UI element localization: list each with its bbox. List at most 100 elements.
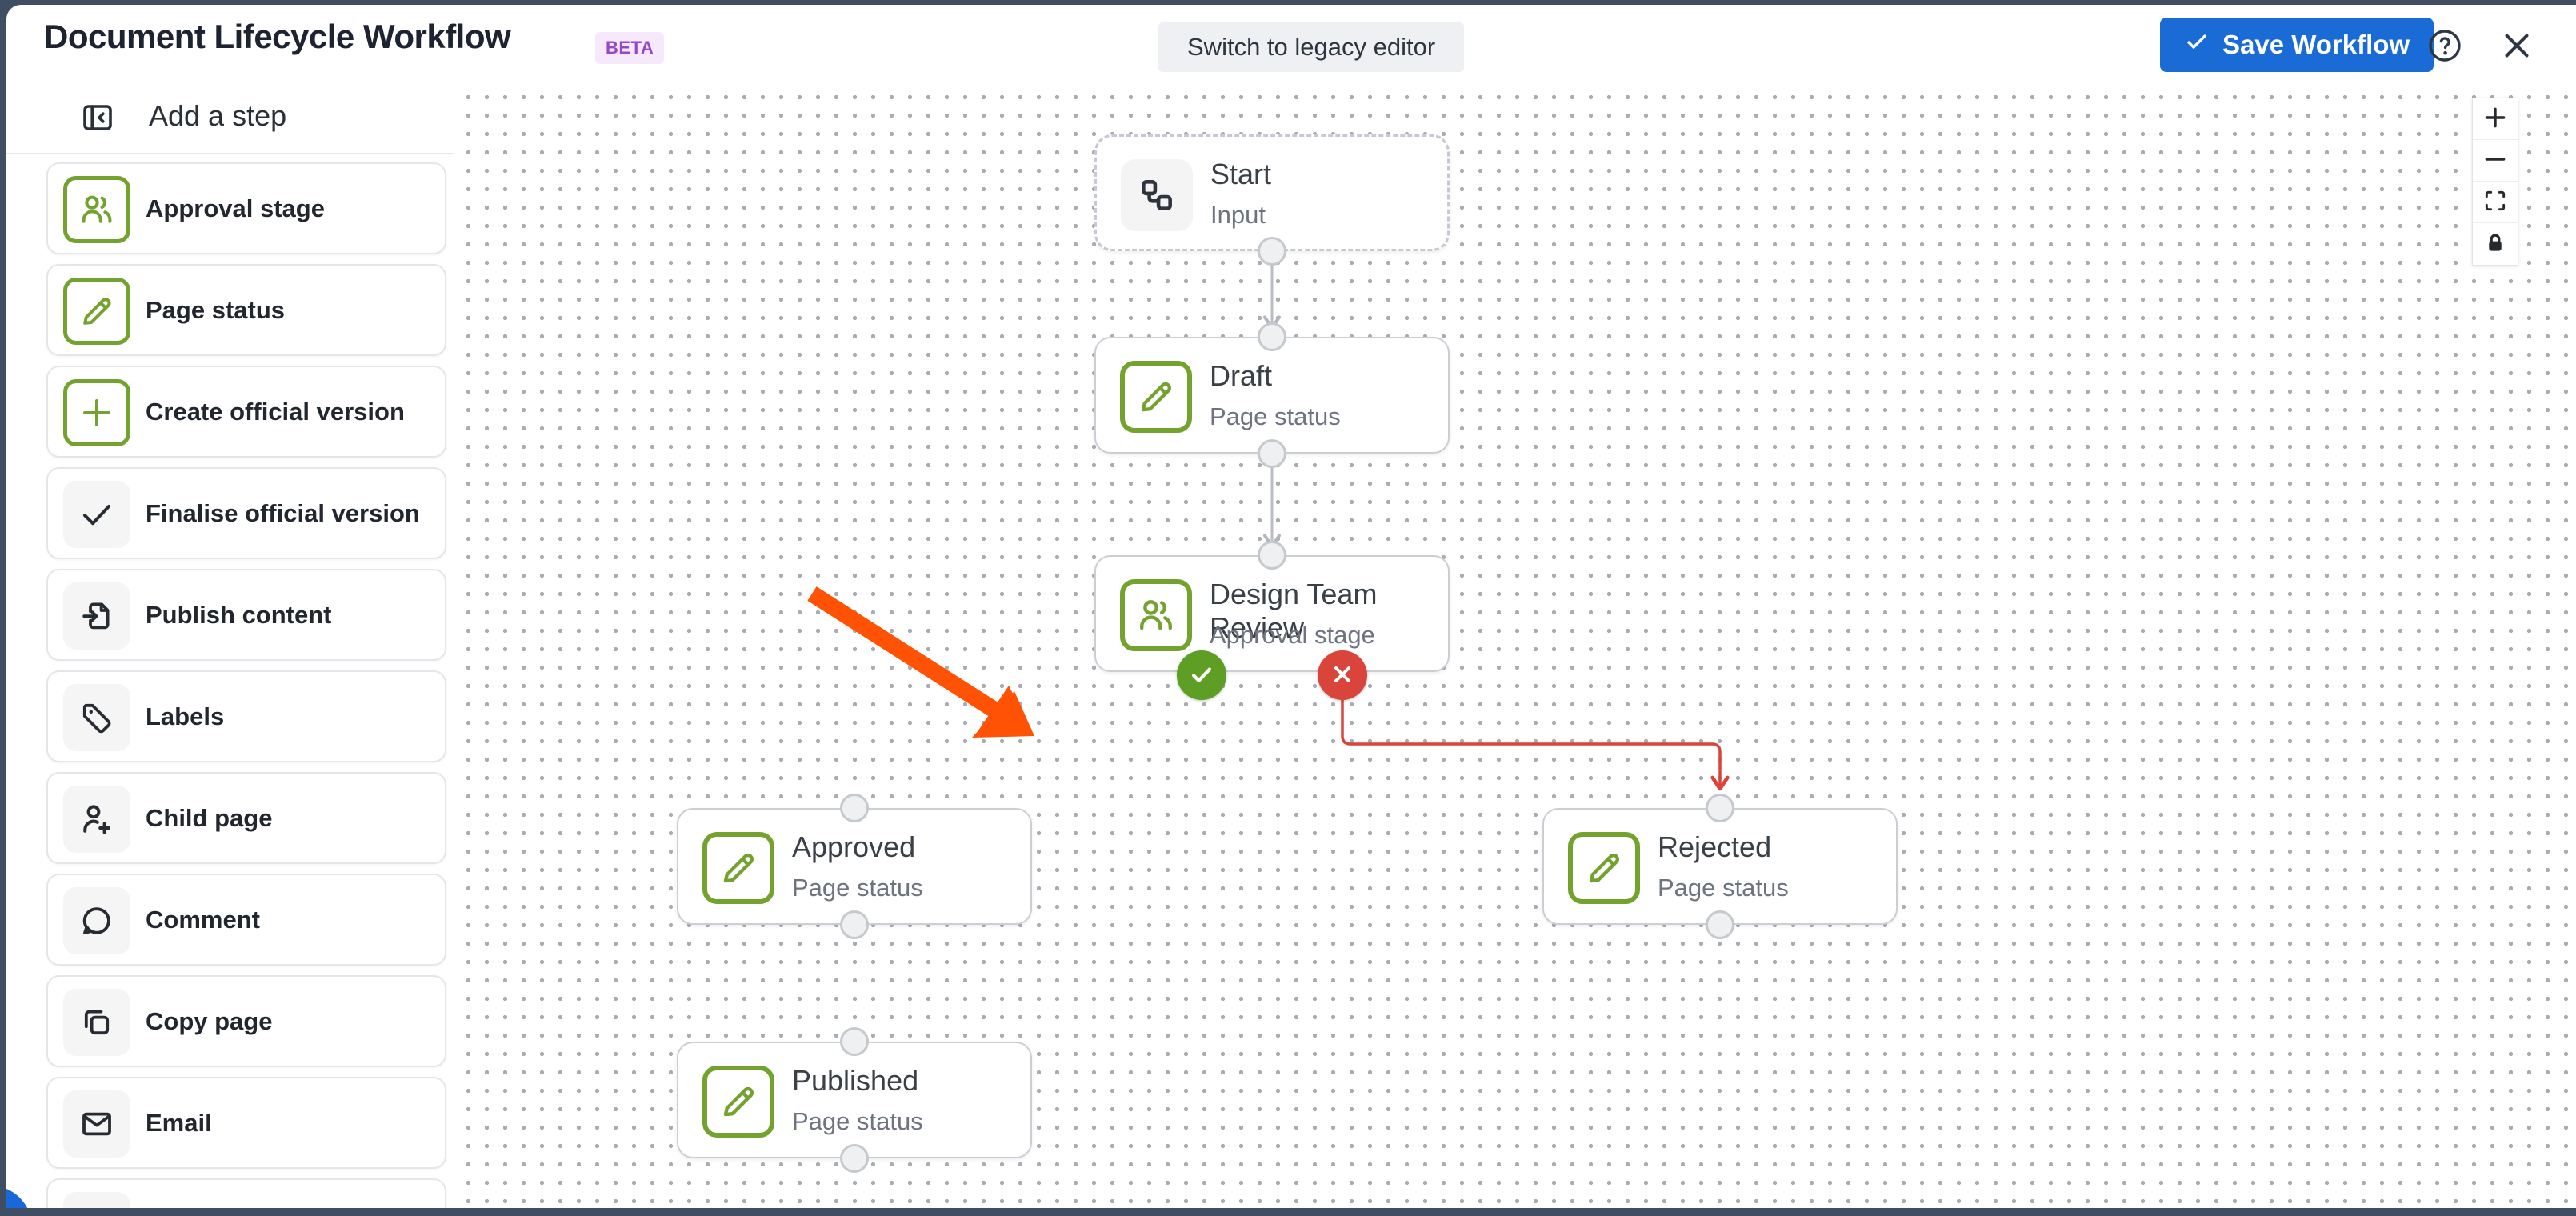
zoom-in-icon: [2482, 104, 2509, 134]
close-icon: [2498, 27, 2535, 66]
users-icon: [1120, 579, 1192, 651]
zoom-out-button[interactable]: [2473, 140, 2518, 182]
step-item-label: Page status: [146, 295, 286, 324]
add-step-sidebar: Add a step Approval stage Page status Cr…: [6, 82, 454, 1208]
copy-icon: [63, 989, 130, 1056]
node-title: Draft: [1210, 359, 1273, 392]
node-title: Published: [792, 1064, 919, 1097]
step-item-label: Publish content: [146, 600, 332, 629]
beta-badge: BETA: [595, 32, 665, 64]
port-published-top[interactable]: [840, 1027, 869, 1056]
step-item-label: Copy page: [146, 1006, 273, 1035]
workflow-editor-window: Document Lifecycle Workflow BETA Switch …: [6, 5, 2576, 1208]
switch-to-legacy-editor-button[interactable]: Switch to legacy editor: [1158, 22, 1465, 72]
node-subtitle: Page status: [1210, 402, 1341, 430]
save-workflow-label: Save Workflow: [2222, 30, 2410, 59]
node-design-team-review[interactable]: Design Team Review Approval stage: [1094, 555, 1450, 672]
port-published-bottom[interactable]: [840, 1144, 869, 1173]
approve-check-badge[interactable]: [1177, 650, 1226, 700]
node-title: Start: [1210, 158, 1272, 190]
port-approved-top[interactable]: [840, 794, 869, 822]
publish-icon: [63, 582, 130, 650]
step-item-copy-page[interactable]: Copy page: [46, 975, 446, 1067]
email-icon: [63, 1090, 130, 1158]
node-subtitle: Input: [1210, 201, 1266, 229]
pencil-icon: [63, 278, 130, 345]
check-icon: [63, 481, 130, 548]
port-rejected-bottom[interactable]: [1706, 910, 1734, 939]
node-title: Approved: [792, 830, 916, 863]
help-button[interactable]: [2424, 26, 2466, 67]
node-published[interactable]: Published Page status: [677, 1042, 1032, 1158]
node-subtitle: Page status: [792, 874, 923, 902]
node-title: Design Team Review: [1210, 578, 1378, 644]
pencil-icon: [1120, 361, 1192, 433]
port-draft-bottom[interactable]: [1258, 439, 1286, 468]
node-draft[interactable]: Draft Page status: [1094, 337, 1450, 454]
close-icon: [1330, 662, 1355, 690]
page-title: Document Lifecycle Workflow: [44, 18, 511, 55]
step-item-label: Child page: [146, 803, 273, 832]
step-icon: [63, 1192, 130, 1208]
collapse-panel-icon: [78, 104, 117, 139]
step-item-publish-content[interactable]: Publish content: [46, 569, 446, 661]
collapse-panel-button[interactable]: [77, 98, 118, 139]
step-item-create-official-version[interactable]: Create official version: [46, 366, 446, 458]
step-item-label: Comment: [146, 905, 260, 934]
node-approved[interactable]: Approved Page status: [677, 808, 1032, 925]
step-item-label: Approval stage: [146, 194, 325, 222]
fit-view-button[interactable]: [2473, 182, 2518, 223]
canvas-controls: [2472, 98, 2518, 266]
lock-button[interactable]: [2473, 223, 2518, 265]
zoom-out-icon: [2482, 146, 2509, 175]
step-item-email[interactable]: Email: [46, 1077, 446, 1169]
node-start[interactable]: Start Input: [1094, 134, 1450, 251]
comment-icon: [63, 887, 130, 954]
lock-icon: [2482, 230, 2508, 258]
step-item-comment[interactable]: Comment: [46, 874, 446, 966]
node-rejected[interactable]: Rejected Page status: [1542, 808, 1898, 925]
zoom-in-button[interactable]: [2473, 98, 2518, 140]
step-item-approval-stage[interactable]: Approval stage: [46, 162, 446, 254]
fit-view-icon: [2482, 188, 2508, 216]
pencil-icon: [1568, 832, 1640, 904]
save-workflow-button[interactable]: Save Workflow: [2160, 18, 2434, 72]
sidebar-title: Add a step: [149, 99, 287, 132]
port-start-bottom[interactable]: [1258, 237, 1286, 266]
node-title: Rejected: [1658, 830, 1772, 863]
port-rejected-top[interactable]: [1706, 794, 1734, 822]
node-subtitle: Page status: [792, 1107, 923, 1135]
step-item-child-page[interactable]: Child page: [46, 772, 446, 864]
pencil-icon: [702, 1066, 774, 1138]
port-draft-top[interactable]: [1258, 322, 1286, 351]
workflow-icon: [1121, 159, 1193, 231]
person-add-icon: [63, 786, 130, 853]
annotation-arrow: [807, 586, 1034, 738]
check-icon: [2184, 29, 2210, 61]
workflow-canvas[interactable]: Start Input Draft Page status Design Tea…: [454, 82, 2576, 1208]
edge-layer: [807, 253, 1730, 791]
port-approved-bottom[interactable]: [840, 910, 869, 939]
port-review-top[interactable]: [1258, 541, 1286, 570]
sidebar-header: Add a step: [6, 82, 454, 154]
node-subtitle: Approval stage: [1210, 621, 1375, 649]
reject-x-badge[interactable]: [1318, 650, 1367, 700]
check-icon: [1188, 661, 1215, 690]
step-item-label: Email: [146, 1108, 212, 1137]
step-item-finalise-official-version[interactable]: Finalise official version: [46, 467, 446, 559]
step-item-label: Finalise official version: [146, 498, 420, 527]
help-circle-icon: [2426, 26, 2464, 67]
step-item-partial[interactable]: [46, 1178, 446, 1208]
step-item-label: Create official version: [146, 397, 405, 426]
switch-to-legacy-editor-label: Switch to legacy editor: [1187, 33, 1436, 61]
step-item-label: Labels: [146, 702, 225, 730]
users-icon: [63, 176, 130, 243]
step-item-page-status[interactable]: Page status: [46, 264, 446, 356]
node-subtitle: Page status: [1658, 874, 1789, 902]
close-button[interactable]: [2496, 26, 2538, 67]
tag-icon: [63, 684, 130, 751]
step-item-labels[interactable]: Labels: [46, 670, 446, 762]
edge-reject-rejected: [1341, 699, 1730, 791]
plus-icon: [63, 379, 130, 446]
pencil-icon: [702, 832, 774, 904]
